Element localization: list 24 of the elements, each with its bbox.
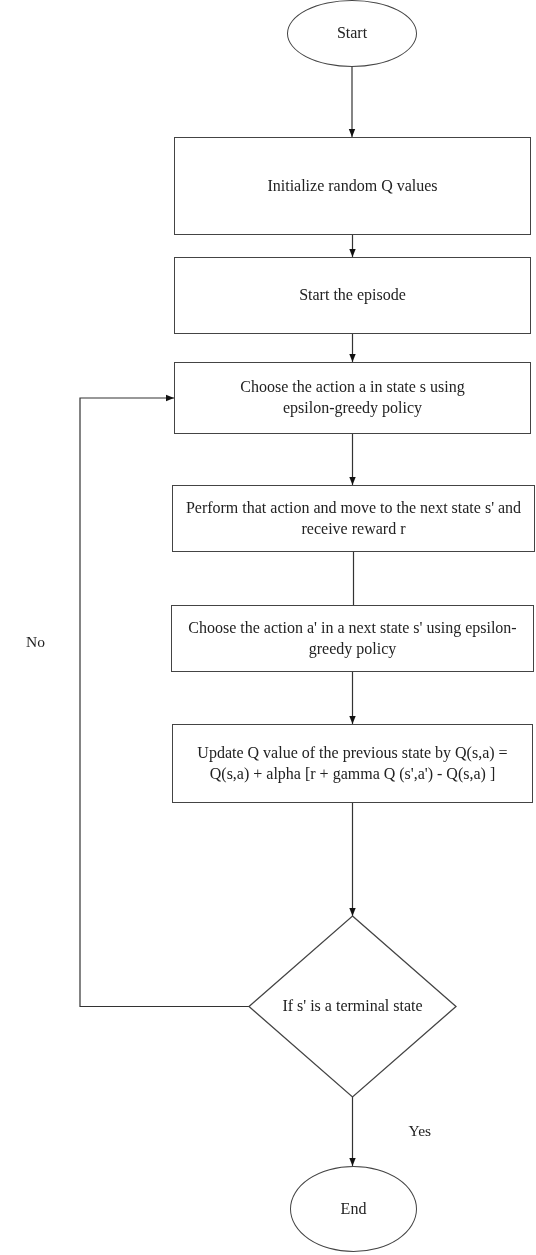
- decision-diamond: [249, 916, 456, 1097]
- node-text: Update Q value of the previous state by Q(s,a) = Q(s,a) + alpha [r + gamma Q (s',a') - Q(s,a) ]: [196, 742, 509, 785]
- arrow: [79, 394, 250, 1008]
- process-box: [172, 724, 533, 803]
- arrow: [349, 802, 356, 917]
- node-text: Initialize random Q values: [267, 175, 438, 196]
- arrow: [349, 333, 356, 363]
- arrow: [349, 1096, 356, 1167]
- process-box: [171, 605, 534, 672]
- node-text: Choose the action a' in a next state s' using epsilon-greedy policy: [187, 617, 518, 660]
- node-text: End: [340, 1198, 367, 1219]
- process-box: [174, 137, 531, 235]
- arrow: [348, 66, 356, 138]
- arrow: [349, 671, 356, 725]
- process-box: [174, 257, 531, 334]
- node-text: Choose the action a in state s using epsilon-greedy policy: [239, 377, 466, 419]
- arrow: [349, 433, 356, 486]
- process-box: [174, 362, 531, 434]
- node-text: If s' is a terminal state: [282, 996, 423, 1017]
- node-text: Start the episode: [299, 285, 406, 306]
- arrow: [349, 234, 356, 258]
- process-box: [172, 485, 535, 552]
- node-text: Perform that action and move to the next state s' and receive reward r: [185, 497, 522, 539]
- node-text: Start: [336, 23, 368, 44]
